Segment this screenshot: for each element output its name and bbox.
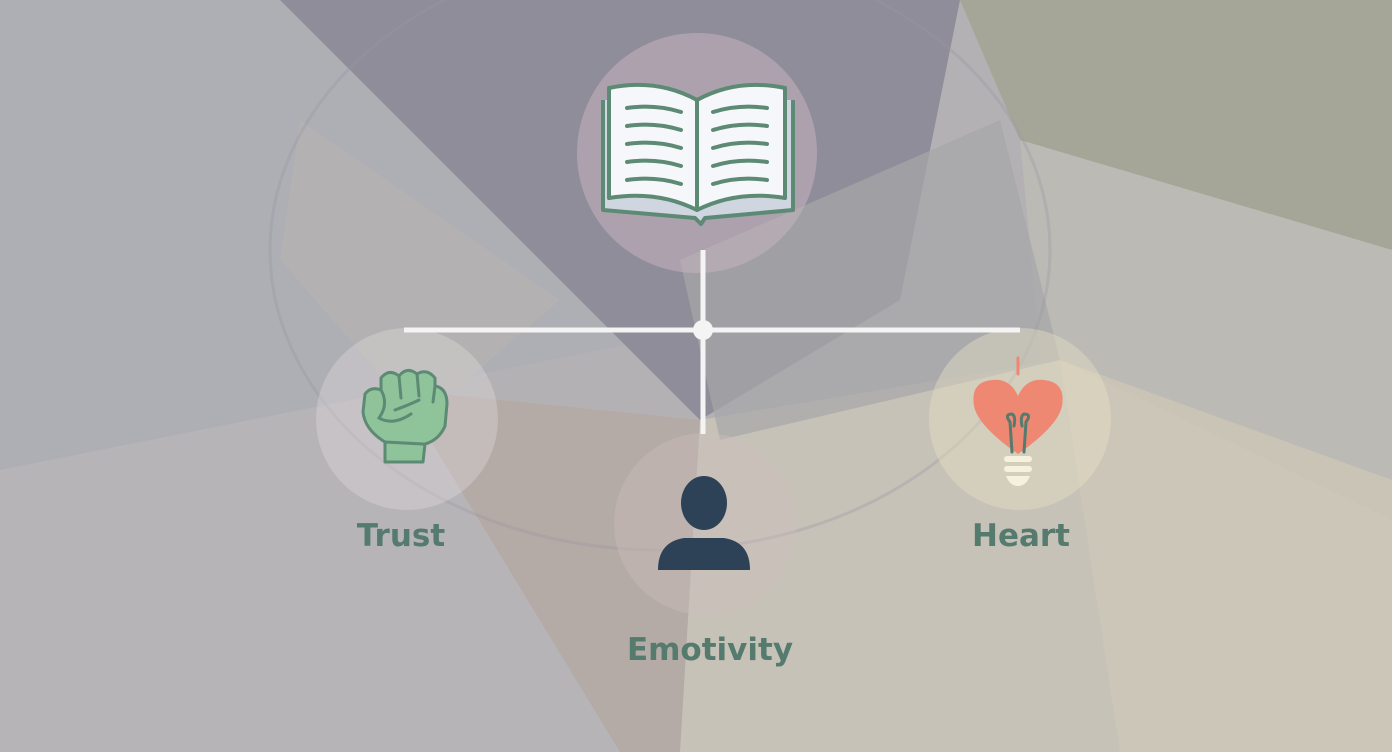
heart-label: Heart <box>972 518 1070 554</box>
junction-dot <box>693 320 713 340</box>
open-book-icon <box>597 78 797 226</box>
raised-fist-icon <box>359 364 449 470</box>
heart-lightbulb-icon <box>970 356 1070 490</box>
person-silhouette-icon <box>656 476 752 572</box>
emotivity-label: Emotivity <box>626 632 794 668</box>
trust-label: Trust <box>356 518 446 554</box>
